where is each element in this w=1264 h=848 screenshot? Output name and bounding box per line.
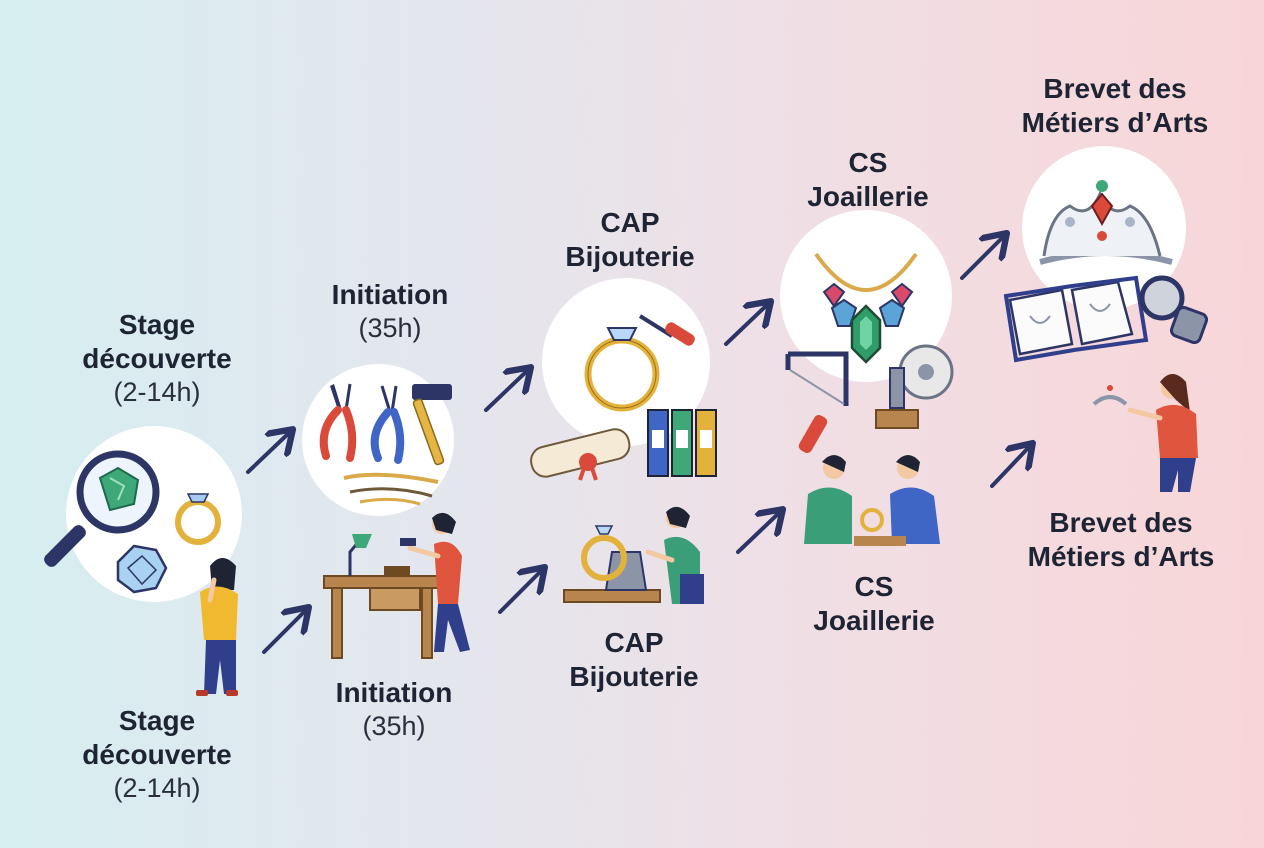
arrow-1-bottom xyxy=(262,610,306,654)
wire-icon xyxy=(343,472,439,506)
hammer-icon xyxy=(412,384,452,466)
stage4-top-title-2: Joaillerie xyxy=(807,181,929,213)
stage5-bottom-title-1: Brevet des xyxy=(1049,507,1193,538)
stage1-bottom-label: Stage découverte (2-14h) xyxy=(52,704,262,805)
stage1-top-duration: (2-14h) xyxy=(113,377,201,408)
stage3-bottom-title-2: Bijouterie xyxy=(569,661,699,693)
tiara-icon xyxy=(1039,180,1173,265)
pliers-icon xyxy=(370,385,405,464)
polishing-machine-icon xyxy=(563,525,661,603)
stage3-top-title-1: CAP xyxy=(600,207,660,238)
stage5-bottom-label: Brevet des Métiers d’Arts xyxy=(976,506,1264,574)
person-thinking-icon xyxy=(196,558,238,696)
stage1-bottom-title-1: Stage xyxy=(118,705,196,736)
stage4-circle xyxy=(780,210,952,382)
stage4-top-title-1: CS xyxy=(848,147,888,178)
stage1-top-title-1: Stage xyxy=(118,309,196,340)
design-book-icon xyxy=(1003,275,1149,363)
lamp-icon xyxy=(348,534,372,576)
stage3-bottom-title-1: CAP xyxy=(604,627,664,658)
stage4-bottom-title-2: Joaillerie xyxy=(813,605,935,637)
arrow-1-top xyxy=(246,432,290,474)
stage4-top-label: CS Joaillerie xyxy=(768,146,968,214)
arrow-3-bottom xyxy=(736,512,780,554)
pliers-icon xyxy=(319,383,357,462)
grinder-icon xyxy=(875,344,954,429)
loupe-icon xyxy=(1139,275,1209,345)
stage5-top-label: Brevet des Métiers d’Arts xyxy=(980,72,1250,140)
presenter-icon xyxy=(1092,374,1198,492)
ring-icon xyxy=(175,493,221,545)
two-jewelers-icon xyxy=(804,455,940,546)
ring-icon xyxy=(584,327,660,412)
stage1-top-label: Stage découverte (2-14h) xyxy=(52,308,262,409)
diploma-icon xyxy=(530,428,631,481)
binders-icon xyxy=(647,409,717,477)
stage3-top-title-2: Bijouterie xyxy=(565,241,695,273)
stage1-bottom-title-2: découverte xyxy=(82,739,232,771)
stage2-top-label: Initiation (35h) xyxy=(290,278,490,345)
necklace-icon xyxy=(814,252,918,364)
stage5-bottom-title-2: Métiers d’Arts xyxy=(1027,541,1215,573)
file-tool-icon xyxy=(638,314,695,346)
stage3-bottom-label: CAP Bijouterie xyxy=(534,626,734,694)
saw-frame-icon xyxy=(785,351,849,453)
stage2-bottom-duration: (35h) xyxy=(362,711,426,742)
stage1-top-title-2: découverte xyxy=(82,343,232,375)
artisan-icon xyxy=(400,512,470,652)
artisan-icon xyxy=(645,506,704,604)
stage5-top-title-2: Métiers d’Arts xyxy=(1021,107,1209,139)
arrow-3-top xyxy=(724,304,768,346)
stage2-bottom-label: Initiation (35h) xyxy=(294,676,494,743)
stage5-top-title-1: Brevet des xyxy=(1043,73,1187,104)
stage3-circle xyxy=(542,278,710,446)
arrow-4-bottom xyxy=(990,446,1030,488)
stage2-bottom-title: Initiation xyxy=(335,677,453,708)
workbench-icon xyxy=(323,566,443,659)
stage4-bottom-title-1: CS xyxy=(854,571,894,602)
arrow-2-top xyxy=(484,370,528,412)
arrow-2-bottom xyxy=(498,570,542,614)
magnifier-icon xyxy=(44,450,160,567)
stage1-bottom-duration: (2-14h) xyxy=(113,773,201,804)
diamond-icon xyxy=(116,544,168,594)
stage4-bottom-label: CS Joaillerie xyxy=(774,570,974,638)
stage2-top-title: Initiation xyxy=(331,279,449,310)
stage3-top-label: CAP Bijouterie xyxy=(530,206,730,274)
arrow-4-top xyxy=(960,236,1004,280)
stage2-top-duration: (35h) xyxy=(358,313,422,344)
